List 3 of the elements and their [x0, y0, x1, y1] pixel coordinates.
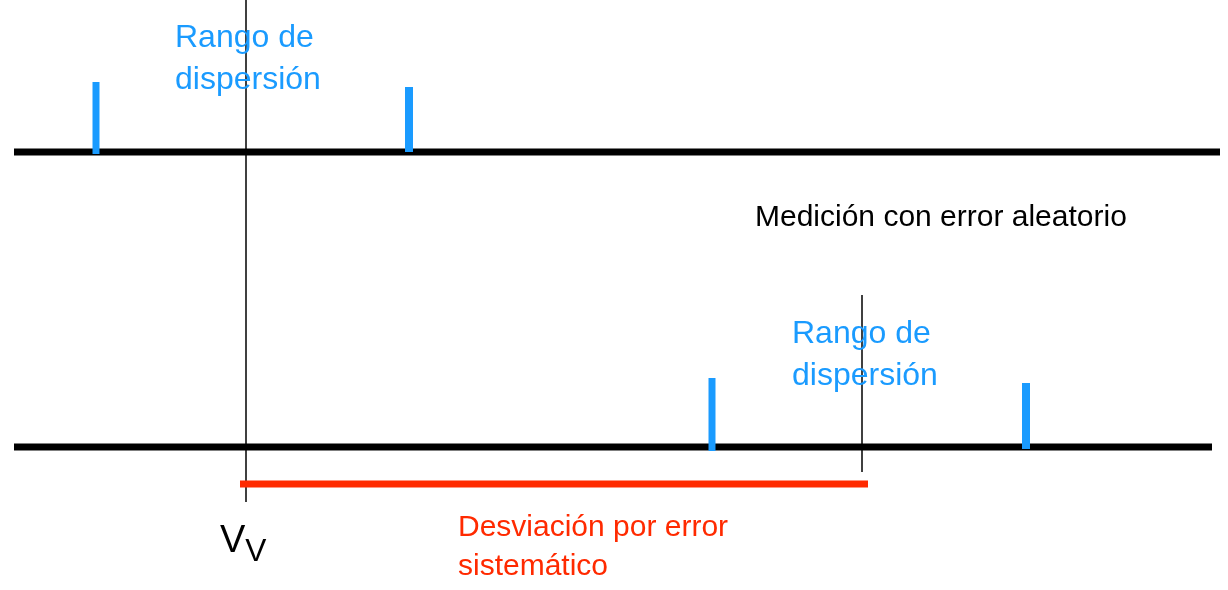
- true-value-label: V$_{V}$: [220, 517, 267, 570]
- deviation-label: Desviación por error sistemático: [458, 508, 730, 583]
- measurement-caption: Medición con error aleatorio: [755, 198, 1127, 234]
